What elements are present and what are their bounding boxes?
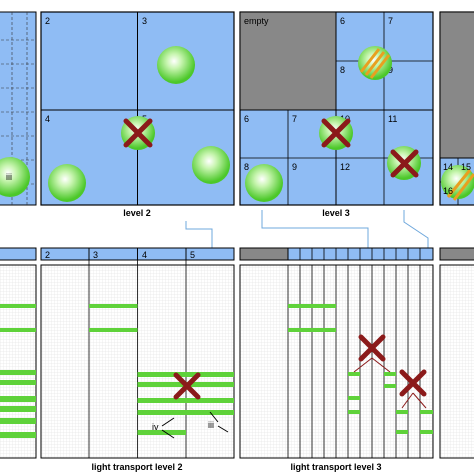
cell-number: 4 bbox=[45, 114, 50, 124]
header-strip-level3 bbox=[239, 247, 434, 261]
light-bands bbox=[288, 304, 433, 434]
cell-number: 6 bbox=[244, 114, 249, 124]
empty-label: empty bbox=[244, 16, 269, 26]
sphere-light-icon bbox=[245, 164, 283, 202]
pointer-lines bbox=[161, 411, 229, 439]
cell-number: 12 bbox=[340, 162, 350, 172]
sphere-light-icon bbox=[157, 46, 195, 84]
cell-number: 8 bbox=[244, 162, 249, 172]
cross-mark-icon bbox=[399, 369, 427, 397]
header-strip-level4 bbox=[439, 247, 474, 261]
cell-number: 2 bbox=[45, 16, 50, 26]
cross-mark-icon bbox=[358, 334, 386, 362]
cross-mark-icon bbox=[321, 118, 351, 148]
level1-panel: iii bbox=[0, 11, 37, 206]
level4-panel: 14 15 16 bbox=[439, 11, 474, 206]
cell-number: 3 bbox=[142, 16, 147, 26]
light-transport-level4 bbox=[439, 264, 474, 459]
hatched-occluder-icon bbox=[446, 169, 474, 201]
column-number: 3 bbox=[93, 250, 98, 260]
sphere-light-icon bbox=[48, 164, 86, 202]
region-label-iii: iii bbox=[208, 420, 214, 430]
cell-number: 16 bbox=[443, 186, 453, 196]
sphere-light-icon bbox=[0, 157, 30, 197]
level2-panel: 2 3 4 5 level 2 bbox=[40, 11, 235, 218]
cell-number: 6 bbox=[340, 16, 345, 26]
light-transport-level2: 2 3 4 5 iv iii light transport level 2 bbox=[40, 248, 235, 472]
column-number: 2 bbox=[45, 250, 50, 260]
sphere-light-icon bbox=[192, 146, 230, 184]
level3-panel: empty 6 7 8 9 6 7 10 11 8 9 12 13 level … bbox=[239, 11, 434, 218]
cell-number: 8 bbox=[340, 65, 345, 75]
light-transport-level1 bbox=[0, 264, 37, 459]
light-transport-level2-caption: light transport level 2 bbox=[91, 462, 182, 472]
cross-mark-icon bbox=[173, 372, 201, 400]
level2-caption: level 2 bbox=[123, 208, 151, 218]
hatched-occluder-icon bbox=[359, 48, 391, 79]
level3-caption: level 3 bbox=[322, 208, 350, 218]
pointer-lines bbox=[353, 357, 427, 409]
column-number: 5 bbox=[190, 250, 195, 260]
cell-number: 14 bbox=[443, 162, 453, 172]
level1-region-label: iii bbox=[6, 172, 12, 182]
connector-lines bbox=[185, 210, 429, 248]
cell-number: 7 bbox=[388, 16, 393, 26]
cell-number: 15 bbox=[461, 162, 471, 172]
region-label-iv: iv bbox=[152, 422, 159, 432]
cell-number: 9 bbox=[292, 162, 297, 172]
cross-mark-icon bbox=[390, 149, 419, 178]
header-strip-level1 bbox=[0, 247, 37, 261]
light-transport-level3-caption: light transport level 3 bbox=[290, 462, 381, 472]
cross-mark-icon bbox=[123, 118, 153, 148]
light-transport-level3: light transport level 3 bbox=[239, 264, 434, 472]
cell-number: 11 bbox=[388, 114, 397, 124]
cell-number: 9 bbox=[388, 65, 393, 75]
light-bands bbox=[0, 304, 36, 438]
cell-number: 7 bbox=[292, 114, 297, 124]
column-number: 4 bbox=[142, 250, 147, 260]
